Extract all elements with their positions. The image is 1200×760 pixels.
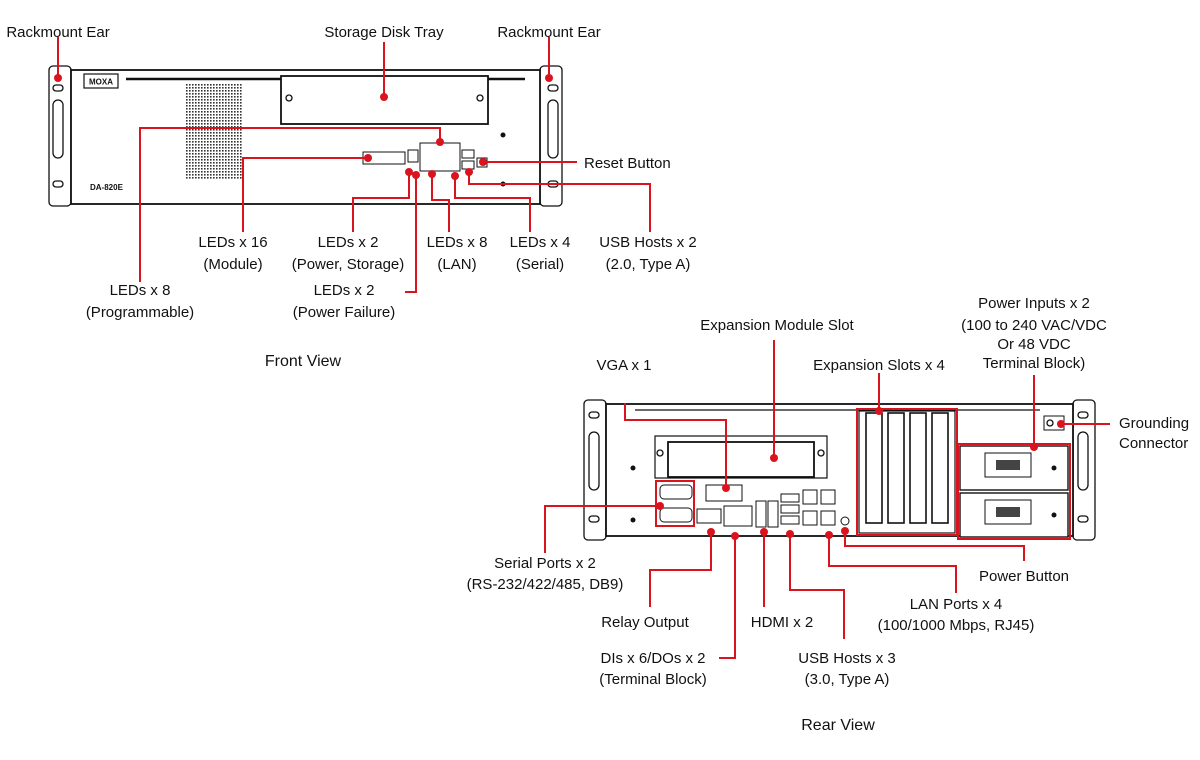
label-leds-lan-2: (LAN) bbox=[437, 256, 476, 273]
label-usb-front-2: (2.0, Type A) bbox=[606, 256, 691, 273]
label-rackmount-ear-right: Rackmount Ear bbox=[497, 24, 600, 41]
lan-port-4[interactable] bbox=[820, 510, 836, 526]
label-leds-power-failure-1: LEDs x 2 bbox=[314, 282, 375, 299]
label-leds-module-1: LEDs x 16 bbox=[198, 234, 267, 251]
rear-chassis bbox=[583, 399, 1096, 541]
front-usb-port-2[interactable] bbox=[461, 160, 475, 170]
rear-rack-ear-left bbox=[583, 399, 607, 541]
rear-rack-ear-right bbox=[1072, 399, 1096, 541]
label-leds-power-storage-1: LEDs x 2 bbox=[318, 234, 379, 251]
label-dio-2: (Terminal Block) bbox=[599, 671, 707, 688]
label-leds-serial-1: LEDs x 4 bbox=[510, 234, 571, 251]
label-power-inputs-3: Or 48 VDC bbox=[997, 336, 1071, 353]
expansion-slot-2[interactable] bbox=[887, 412, 905, 524]
rear-labels: Power Inputs x 2 (100 to 240 VAC/VDC Or … bbox=[467, 295, 1189, 734]
label-usb-rear-1: USB Hosts x 3 bbox=[798, 650, 896, 667]
power-led-panel bbox=[407, 149, 419, 163]
front-vent-grille bbox=[185, 84, 243, 180]
expansion-slot-3[interactable] bbox=[909, 412, 927, 524]
label-reset-button: Reset Button bbox=[584, 155, 671, 172]
label-grounding-2: Connector bbox=[1119, 435, 1188, 452]
label-lan-ports-1: LAN Ports x 4 bbox=[910, 596, 1003, 613]
label-usb-front-1: USB Hosts x 2 bbox=[599, 234, 697, 251]
label-leds-programmable-1: LEDs x 8 bbox=[110, 282, 171, 299]
label-rackmount-ear-left: Rackmount Ear bbox=[6, 24, 109, 41]
lan-port-3[interactable] bbox=[802, 510, 818, 526]
rear-view-title: Rear View bbox=[801, 717, 875, 734]
front-labels: Rackmount Ear Storage Disk Tray Rackmoun… bbox=[6, 24, 696, 370]
label-grounding-1: Grounding bbox=[1119, 415, 1189, 432]
status-led-panel bbox=[419, 142, 461, 172]
front-chassis: MOXA DA-820E bbox=[48, 65, 563, 207]
front-callouts bbox=[54, 37, 651, 293]
label-leds-power-storage-2: (Power, Storage) bbox=[292, 256, 405, 273]
label-expansion-module-slot: Expansion Module Slot bbox=[700, 317, 854, 334]
moxa-logo bbox=[83, 73, 119, 89]
label-leds-serial-2: (Serial) bbox=[516, 256, 564, 273]
label-expansion-slots: Expansion Slots x 4 bbox=[813, 357, 945, 374]
serial-port-2[interactable] bbox=[659, 507, 693, 523]
dio-terminal-block[interactable] bbox=[723, 505, 753, 527]
label-power-inputs-4: Terminal Block) bbox=[983, 355, 1086, 372]
model-name: DA-820E bbox=[90, 183, 124, 192]
lan-port-2[interactable] bbox=[820, 489, 836, 505]
rear-usb-port-1[interactable] bbox=[780, 493, 800, 503]
power-button[interactable] bbox=[840, 516, 850, 526]
label-serial-ports-1: Serial Ports x 2 bbox=[494, 555, 596, 572]
label-power-button: Power Button bbox=[979, 568, 1069, 585]
label-serial-ports-2: (RS-232/422/485, DB9) bbox=[467, 576, 624, 593]
moxa-logo-text: MOXA bbox=[89, 78, 113, 87]
rear-callouts bbox=[544, 340, 1110, 659]
label-power-inputs-2: (100 to 240 VAC/VDC bbox=[961, 317, 1107, 334]
front-usb-port-1[interactable] bbox=[461, 149, 475, 159]
label-storage-disk-tray: Storage Disk Tray bbox=[324, 24, 444, 41]
front-rack-ear-left bbox=[48, 65, 72, 207]
label-lan-ports-2: (100/1000 Mbps, RJ45) bbox=[878, 617, 1035, 634]
expansion-slot-4[interactable] bbox=[931, 412, 949, 524]
label-dio-1: DIs x 6/DOs x 2 bbox=[600, 650, 705, 667]
lan-port-1[interactable] bbox=[802, 489, 818, 505]
label-leds-power-failure-2: (Power Failure) bbox=[293, 304, 396, 321]
label-usb-rear-2: (3.0, Type A) bbox=[805, 671, 890, 688]
relay-output-terminal[interactable] bbox=[696, 508, 722, 524]
front-view-title: Front View bbox=[265, 353, 342, 370]
serial-port-1[interactable] bbox=[659, 484, 693, 500]
label-leds-lan-1: LEDs x 8 bbox=[427, 234, 488, 251]
label-relay-output: Relay Output bbox=[601, 614, 689, 631]
rear-usb-port-2[interactable] bbox=[780, 504, 800, 514]
label-power-inputs-1: Power Inputs x 2 bbox=[978, 295, 1090, 312]
label-leds-module-2: (Module) bbox=[203, 256, 262, 273]
label-vga: VGA x 1 bbox=[596, 357, 651, 374]
label-leds-programmable-2: (Programmable) bbox=[86, 304, 194, 321]
hdmi-port-2[interactable] bbox=[767, 500, 779, 528]
label-hdmi: HDMI x 2 bbox=[751, 614, 814, 631]
expansion-module-slot[interactable] bbox=[667, 441, 815, 478]
hdmi-port-1[interactable] bbox=[755, 500, 767, 528]
rear-usb-port-3[interactable] bbox=[780, 515, 800, 525]
expansion-slot-1[interactable] bbox=[865, 412, 883, 524]
